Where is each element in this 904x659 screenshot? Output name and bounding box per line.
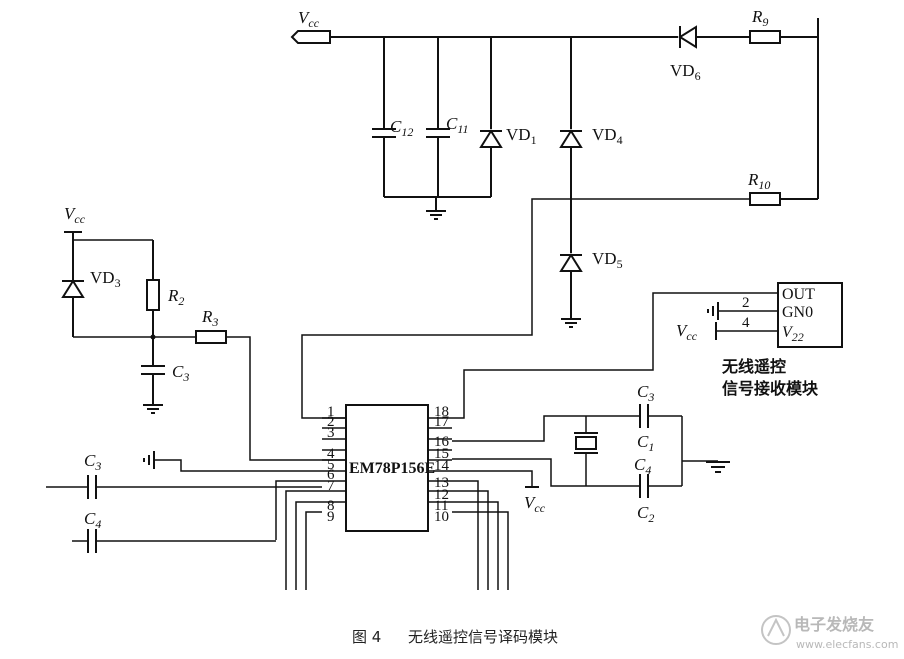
resistor-r10	[749, 192, 781, 206]
pin-number: 8	[327, 498, 335, 514]
watermark-site: 电子发烧友	[794, 615, 875, 634]
vcc-left-label: Vcc	[64, 204, 86, 226]
c2-osc-label: C2	[637, 503, 654, 525]
junction-dot	[150, 334, 156, 340]
vcc-pin14-label: Vcc	[524, 493, 546, 515]
c1-osc-label: C1	[637, 432, 654, 454]
diode-vd4	[559, 129, 583, 148]
c3-in-label: C3	[84, 451, 101, 473]
osc-wire-pin16	[452, 415, 640, 442]
c11-label: C11	[446, 114, 468, 136]
osc-wire-pin15	[452, 458, 640, 487]
c3-left-label: C3	[172, 362, 189, 384]
pin-number: 1	[327, 404, 335, 420]
figure-caption-number: 图 4	[352, 628, 381, 646]
resistor-r9	[749, 30, 781, 44]
ground-icon	[706, 461, 730, 473]
diode-vd3	[61, 279, 85, 298]
module-pin-out: OUT	[782, 286, 815, 303]
module-title-line2: 信号接收模块	[722, 379, 819, 398]
pin-number: 4	[327, 446, 335, 462]
pin14-vcc-wire	[452, 470, 533, 486]
diode-vd6	[678, 25, 697, 49]
pin-number: 11	[434, 498, 448, 514]
chip-name-label: EM78P156E	[349, 460, 435, 477]
ground-icon	[561, 318, 581, 328]
chip-em78p156e	[345, 404, 429, 532]
c4-in-label: C4	[84, 509, 101, 531]
r2-label: R2	[167, 286, 184, 308]
r10-to-pin1-wire	[301, 198, 750, 419]
pin-number: 7	[327, 478, 335, 494]
module-pin-gnd: GN0	[782, 304, 813, 321]
r3-to-pin4-wire	[226, 336, 346, 461]
module-pin-num-2: 2	[742, 295, 750, 311]
vd4-label: VD4	[592, 125, 623, 147]
resistor-r2	[146, 279, 160, 311]
pin-number: 6	[327, 467, 335, 483]
c4-osc-label: C4	[634, 455, 651, 477]
crystal-body	[575, 436, 597, 450]
chip-bottom-bus	[275, 480, 509, 590]
module-pin-v22: V22	[782, 324, 804, 344]
pin-number: 16	[434, 434, 450, 450]
figure-caption-text: 无线遥控信号译码模块	[408, 628, 558, 646]
r3-label: R3	[201, 307, 218, 329]
r9-label: R9	[751, 7, 768, 29]
vd6-label: VD6	[670, 61, 701, 83]
vcc-main-label: Vcc	[298, 8, 320, 30]
pin-number: 12	[434, 487, 449, 503]
c12-label: C12	[390, 117, 413, 139]
r10-label: R10	[747, 170, 770, 192]
ground-to-pin5-wire	[154, 459, 322, 472]
receiver-module-box	[777, 282, 843, 348]
pin-number: 13	[434, 475, 449, 491]
pin-number: 14	[434, 458, 450, 474]
watermark-url: www.elecfans.com	[796, 638, 898, 651]
ground-icon	[143, 451, 155, 469]
resistor-r3	[195, 330, 227, 344]
pin-number: 15	[434, 446, 449, 462]
module-pin-num-4: 4	[742, 315, 750, 331]
vd5-label: VD5	[592, 249, 623, 271]
pin-number: 3	[327, 425, 335, 441]
pin-number: 10	[434, 509, 449, 525]
diode-vd1	[479, 129, 503, 148]
vcc-module-label: Vcc	[676, 321, 698, 343]
pin-number: 17	[434, 414, 450, 430]
chip-left-pins	[322, 417, 346, 503]
chip-right-pins	[428, 417, 452, 503]
vcc-terminal-main	[290, 30, 331, 44]
module-title-line1: 无线遥控	[721, 357, 786, 376]
pin-number: 18	[434, 404, 449, 420]
pin-number: 2	[327, 414, 335, 430]
ground-icon	[707, 302, 719, 320]
pin18-to-out-wire	[452, 292, 778, 419]
ground-icon	[143, 404, 163, 414]
pin-number: 9	[327, 509, 335, 525]
pin-number: 5	[327, 457, 335, 473]
ground-icon	[426, 210, 446, 220]
c3-osc-label: C3	[637, 382, 654, 404]
vd3-label: VD3	[90, 268, 121, 290]
diode-vd5	[559, 253, 583, 272]
watermark-logo	[761, 615, 791, 645]
vd1-label: VD1	[506, 125, 537, 147]
